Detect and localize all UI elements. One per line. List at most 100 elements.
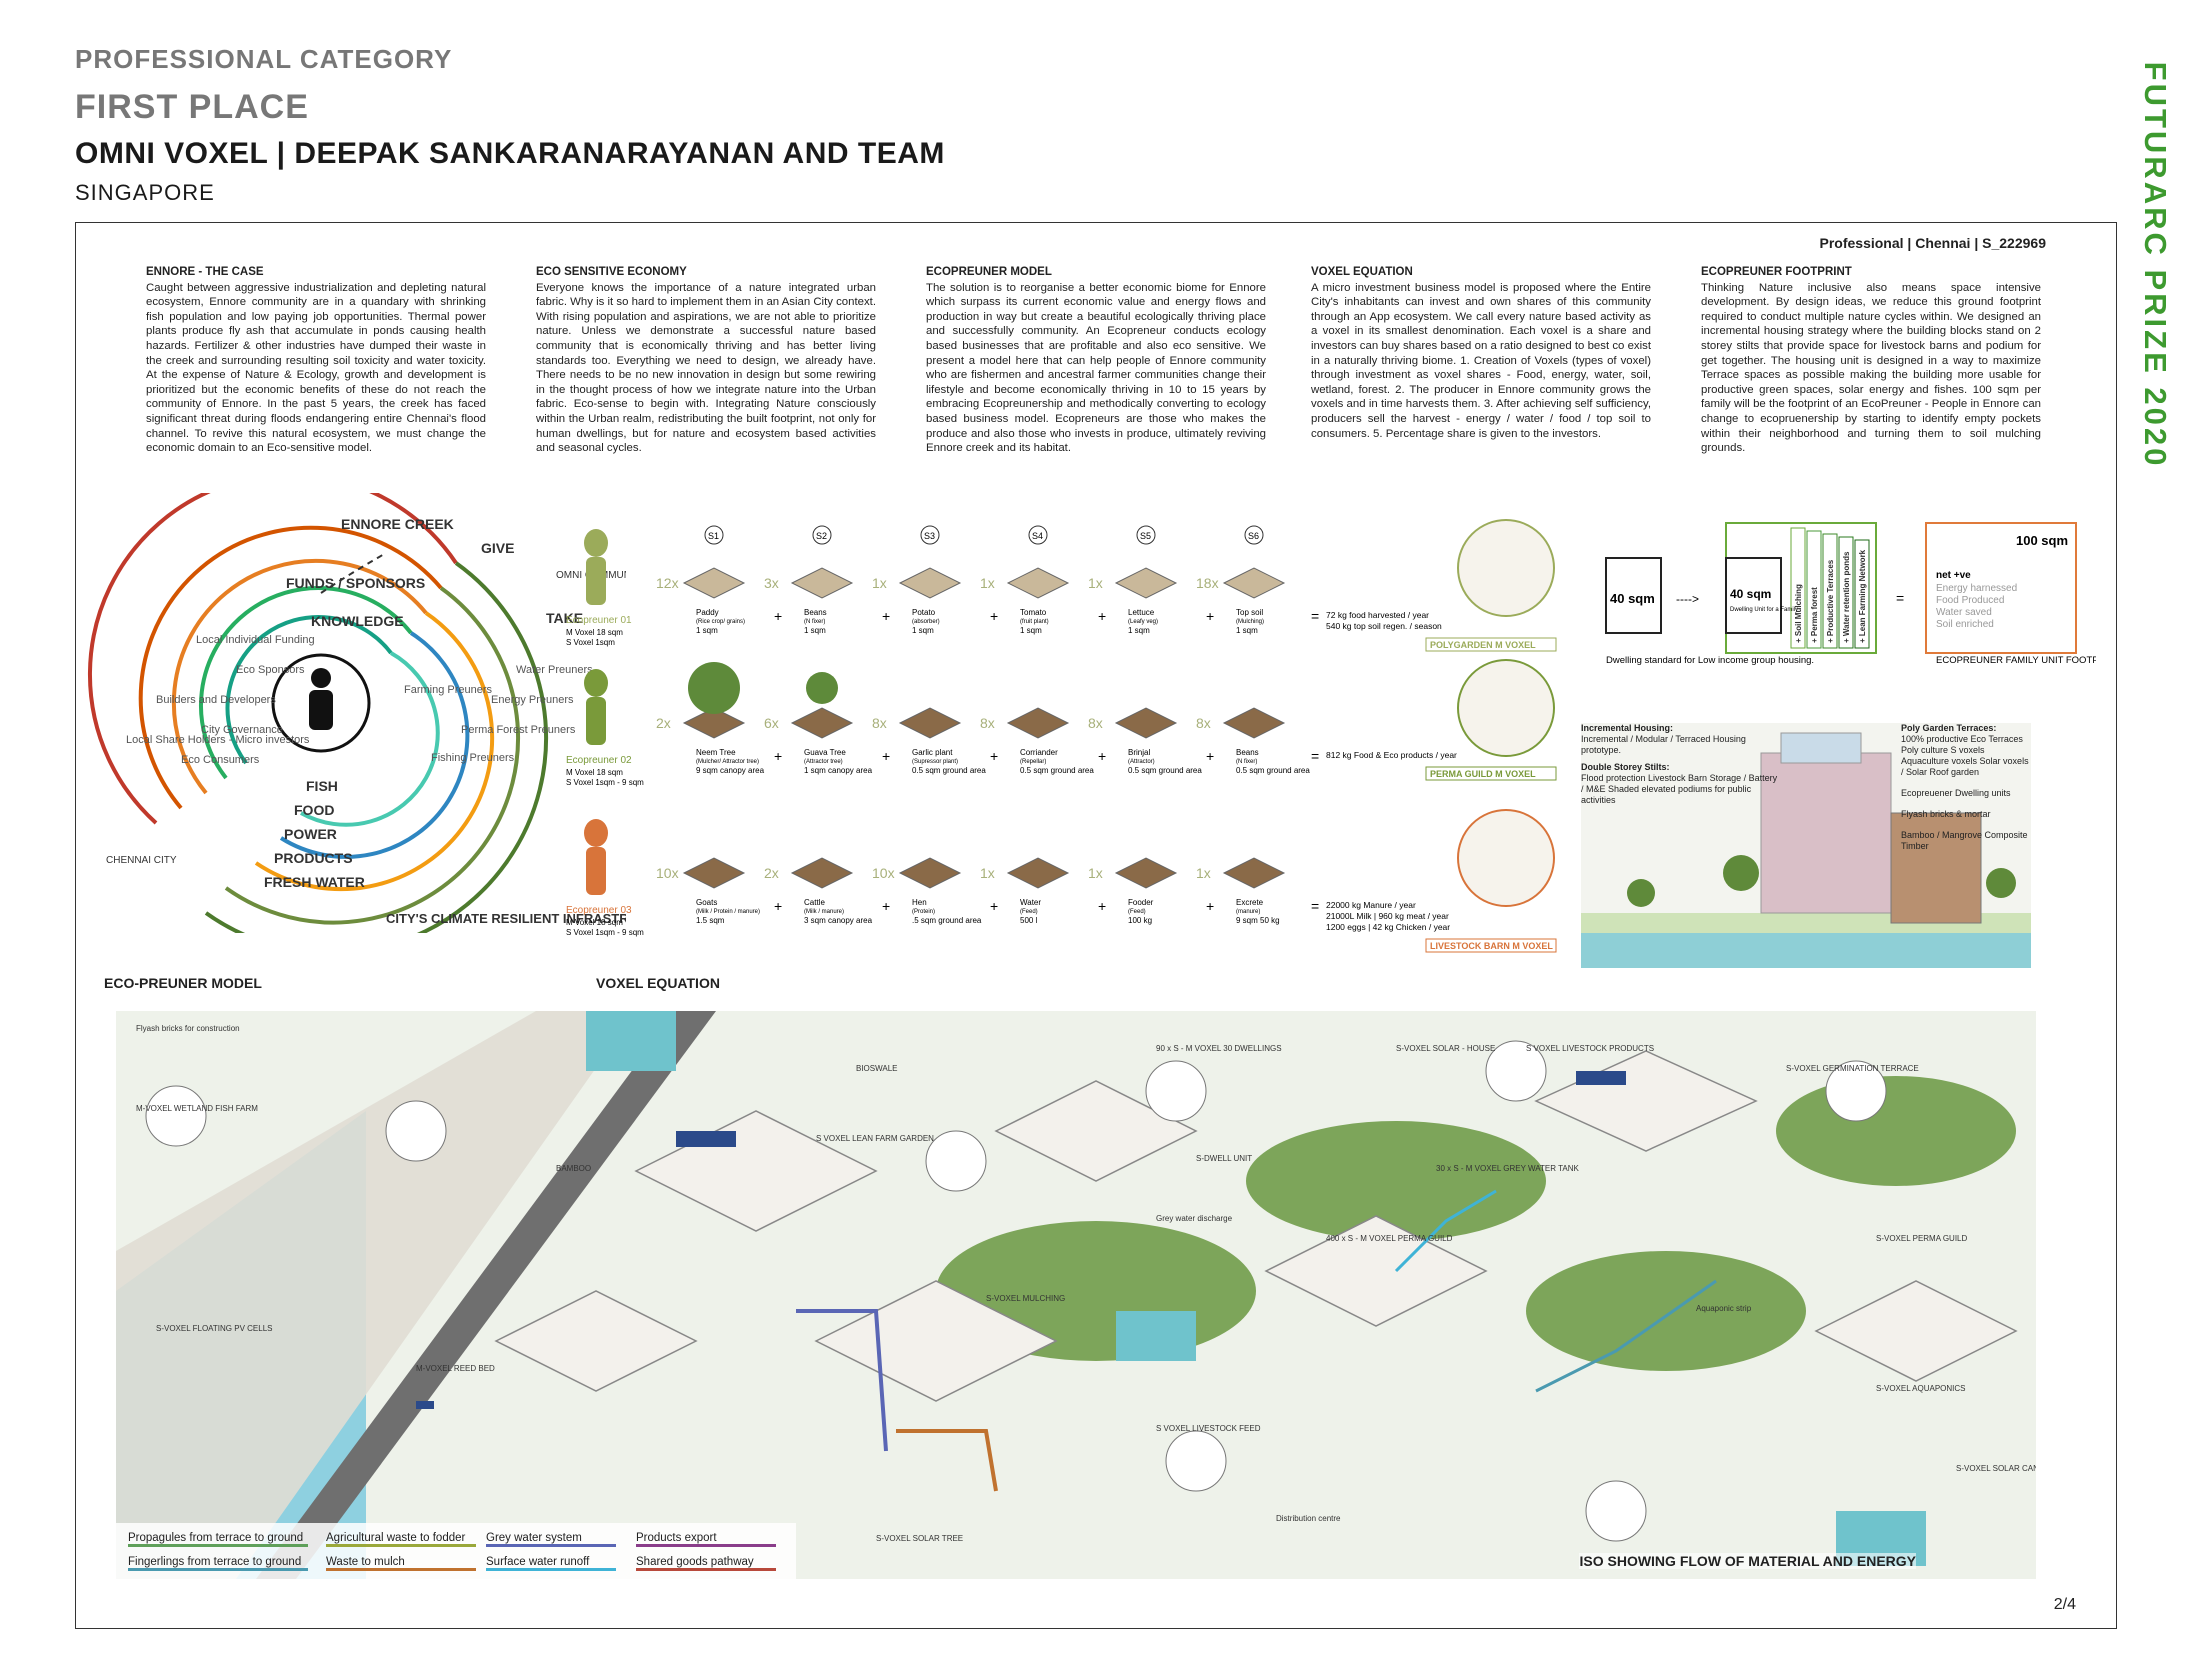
project-title: OMNI VOXEL | DEEPAK SANKARANARAYANAN AND… [75, 137, 945, 170]
voxel-area: 1 sqm [696, 626, 718, 635]
iso-callout: M-VOXEL WETLAND FISH FARM [136, 1104, 258, 1113]
notes-left: Incremental Housing: Incremental / Modul… [1581, 723, 1781, 806]
voxel-area: 1 sqm canopy area [804, 766, 873, 775]
ring-label: Local Share Holders - Micro investors [126, 734, 310, 746]
plus-sign: + [990, 748, 998, 764]
legend-item: Shared goods pathway [636, 1556, 776, 1571]
iso-callout: Aquaponic strip [1696, 1304, 1752, 1313]
ecopreuner-sub: M Voxel 18 sqm [566, 768, 623, 777]
voxel-detail: (Repellar) [1020, 759, 1046, 765]
voxel-block [1006, 857, 1070, 889]
plus-sign: + [1206, 748, 1214, 764]
page-number: 2/4 [2053, 1596, 2076, 1613]
iso-callout: S-VOXEL SOLAR TREE [876, 1534, 963, 1543]
voxel-block [1114, 567, 1178, 599]
voxel-detail: (Protein) [912, 909, 935, 915]
voxel-name: Cattle [804, 898, 825, 907]
voxel-area: 1 sqm [1020, 626, 1042, 635]
box-line: Water saved [1936, 607, 1992, 618]
voxel-qty: 1x [1088, 865, 1103, 881]
voxel-name: Water [1020, 898, 1041, 907]
voxel-detail: (Leafy veg) [1128, 619, 1158, 625]
voxel-name: Hen [912, 898, 927, 907]
column-title: ENNORE - THE CASE [146, 266, 264, 278]
voxel-area: 100 kg [1128, 916, 1152, 925]
voxel-qty: 8x [1196, 715, 1211, 731]
voxel-detail: (Mulcher/ Attractor tree) [696, 759, 759, 765]
box-line: net +ve [1936, 570, 1971, 581]
voxel-detail: (fruit plant) [1020, 619, 1049, 625]
ring-label: Eco Sponsors [236, 664, 305, 676]
ecopreuner-head-icon [584, 529, 608, 557]
ring-label: CHENNAI CITY [106, 855, 177, 866]
result-tag: LIVESTOCK BARN M VOXEL [1430, 941, 1553, 951]
voxel-qty: 8x [1088, 715, 1103, 731]
voxel-detail: (Feed) [1128, 909, 1146, 915]
voxel-qty: 12x [656, 575, 679, 591]
box-40-sqm-2: 40 sqm [1730, 587, 1771, 601]
voxel-qty: 8x [980, 715, 995, 731]
voxel-block [898, 857, 962, 889]
plus-sign: + [882, 898, 890, 914]
footprint-bar-label: + Water retention ponds [1842, 551, 1851, 643]
voxel-block [1222, 567, 1286, 599]
iso-callout: S-VOXEL SOLAR CANOPY [1956, 1464, 2036, 1473]
voxel-area: 0.5 sqm ground area [1020, 766, 1094, 775]
plus-sign: + [1206, 608, 1214, 624]
voxel-qty: 2x [656, 715, 671, 731]
caption-footprint: ECOPREUNER FAMILY UNIT FOOTPRINT [1936, 655, 2096, 666]
ring-label: Farming Preuners [404, 684, 493, 696]
plus-sign: + [1098, 898, 1106, 914]
voxel-detail: (manure) [1236, 909, 1260, 915]
country-label: SINGAPORE [75, 180, 215, 205]
legend-item: Surface water runoff [486, 1556, 616, 1571]
plus-sign: + [1098, 748, 1106, 764]
plus-sign: + [1098, 608, 1106, 624]
box-40-sqm: 40 sqm [1610, 591, 1655, 606]
voxel-block [1114, 857, 1178, 889]
legend-item: Grey water system [486, 1532, 616, 1547]
ecopreuner-sub: S Voxel 1sqm - 9 sqm [566, 778, 644, 787]
ecopreuner-sub: S Voxel 1sqm - 9 sqm [566, 928, 644, 937]
voxel-area: 9 sqm canopy area [696, 766, 765, 775]
voxel-qty: 1x [980, 575, 995, 591]
voxel-qty: 10x [872, 865, 895, 881]
eco-preuner-model-diagram: ENNORE CREEK FUNDS / SPONSORS KNOWLEDGE … [87, 493, 626, 933]
equals: = [1896, 590, 1904, 606]
place-label: FIRST PLACE [75, 88, 309, 126]
voxel-block [682, 567, 746, 599]
result-voxel-circle [1457, 519, 1555, 617]
voxel-tag: S2 [816, 531, 827, 541]
ring-label: City Governance [201, 724, 283, 736]
ring-label: KNOWLEDGE [311, 613, 404, 629]
result-line: 540 kg top soil regen. / season [1326, 621, 1442, 631]
text-column-voxel-equation: VOXEL EQUATION A micro investment busine… [1311, 265, 1651, 441]
ring-label: FRESH WATER [264, 874, 365, 890]
voxel-area: 1 sqm [1236, 626, 1258, 635]
voxel-qty: 1x [1196, 865, 1211, 881]
voxel-name: Tomato [1020, 608, 1047, 617]
voxel-block [682, 707, 746, 739]
voxel-block [1222, 707, 1286, 739]
plus-sign: + [774, 608, 782, 624]
note-text: Bamboo / Mangrove Composite Timber [1901, 830, 2028, 851]
column-title: VOXEL EQUATION [1311, 266, 1413, 278]
iso-callout: 400 x S - M VOXEL PERMA GUILD [1326, 1234, 1453, 1243]
voxel-block [1114, 707, 1178, 739]
footprint-bar-label: + Productive Terraces [1826, 559, 1835, 643]
note-text: Ecopreuener Dwelling units [1901, 788, 2011, 798]
building-section-render: Incremental Housing: Incremental / Modul… [1581, 723, 2031, 968]
voxel-name: Neem Tree [696, 748, 736, 757]
voxel-qty: 6x [764, 715, 779, 731]
note-text: Flood protection Livestock Barn Storage … [1581, 773, 1778, 805]
plus-sign: + [774, 748, 782, 764]
text-column-eco-economy: ECO SENSITIVE ECONOMY Everyone knows the… [536, 265, 876, 456]
voxel-equation-label: VOXEL EQUATION [596, 975, 720, 991]
notes-right: Poly Garden Terraces: 100% productive Ec… [1901, 723, 2031, 852]
presentation-board: Professional | Chennai | S_222969 ENNORE… [75, 222, 2117, 1629]
plus-sign: + [1206, 898, 1214, 914]
voxel-tag: S4 [1032, 531, 1043, 541]
iso-callout: BIOSWALE [856, 1064, 898, 1073]
box-sub: Dwelling Unit for a Family [1730, 607, 1798, 613]
